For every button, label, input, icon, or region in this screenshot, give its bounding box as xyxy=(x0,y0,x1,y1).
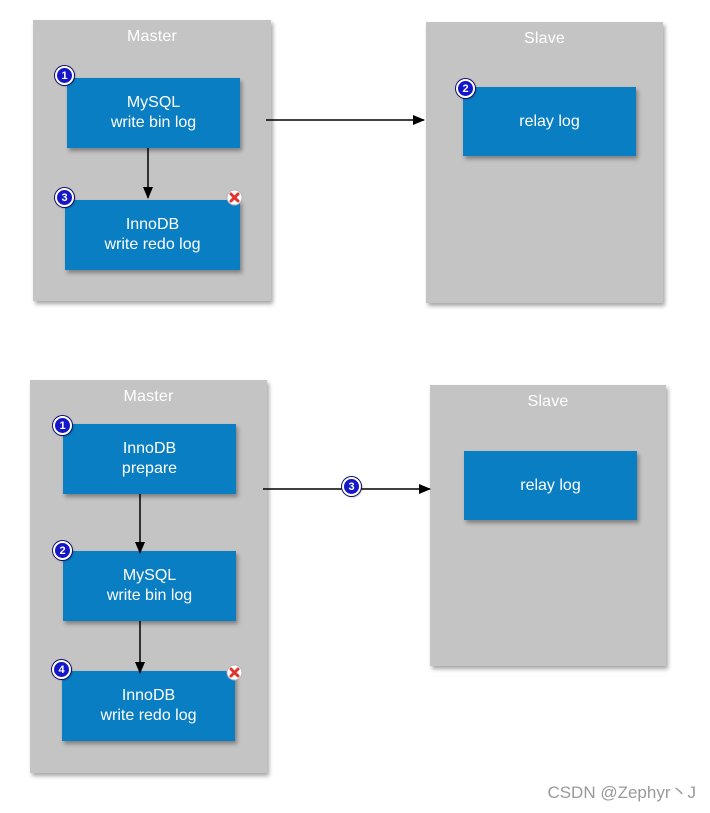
top-step-2-badge: 2 xyxy=(456,79,475,98)
x-icon xyxy=(226,189,243,206)
box-line: write bin log xyxy=(106,587,193,604)
box-line: write redo log xyxy=(100,707,197,724)
bottom-master-title: Master xyxy=(123,388,174,405)
bottom-relay-log-box: relay log xyxy=(464,451,637,520)
box-line: relay log xyxy=(519,112,580,130)
watermark: CSDN @Zephyr丶J xyxy=(547,783,696,802)
top-mysql-write-bin-log-box: MySQL write bin log xyxy=(67,78,240,148)
box-line: InnoDB xyxy=(125,216,180,233)
top-relay-log-box: relay log xyxy=(463,87,636,156)
box-line: MySQL xyxy=(122,567,177,584)
bottom-innodb-write-redo-log-box: InnoDB write redo log xyxy=(62,671,235,741)
bottom-slave-title: Slave xyxy=(527,393,569,410)
top-master-title: Master xyxy=(126,28,178,45)
bottom-slave-panel: Slave xyxy=(430,385,666,666)
box-line: relay log xyxy=(520,476,581,494)
bottom-mysql-write-bin-log-box: MySQL write bin log xyxy=(63,551,236,621)
bottom-step-4-badge: 4 xyxy=(52,660,71,679)
top-step-3-badge: 3 xyxy=(55,188,74,207)
x-icon xyxy=(226,664,243,681)
box-line: MySQL xyxy=(126,94,181,111)
top-innodb-write-redo-log-box: InnoDB write redo log xyxy=(65,200,240,270)
bottom-innodb-prepare-box: InnoDB prepare xyxy=(63,424,236,494)
top-slave-panel: Slave xyxy=(426,22,663,303)
bottom-step-1-badge: 1 xyxy=(53,416,72,435)
box-line: InnoDB xyxy=(122,440,177,457)
box-line: write bin log xyxy=(110,114,197,131)
bottom-step-3-badge: 3 xyxy=(342,477,361,496)
top-step-1-badge: 1 xyxy=(55,66,74,85)
box-line: prepare xyxy=(121,460,178,477)
bottom-step-2-badge: 2 xyxy=(53,541,72,560)
top-slave-title: Slave xyxy=(523,30,566,47)
box-line: InnoDB xyxy=(121,687,176,704)
box-line: write redo log xyxy=(104,236,201,253)
